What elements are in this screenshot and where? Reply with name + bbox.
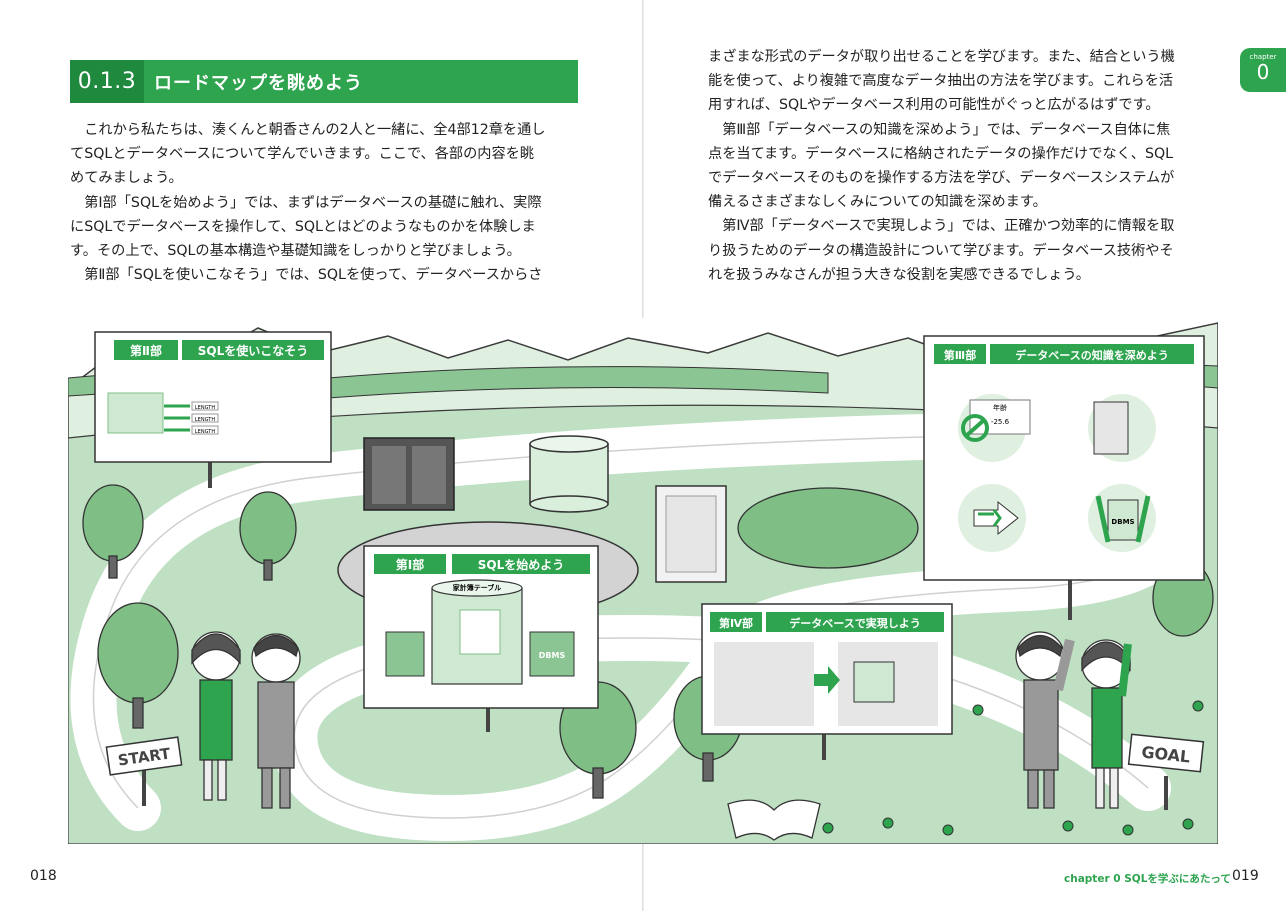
chapter-tab-label: chapter (1249, 53, 1277, 61)
sign-part2-box1: LENGTH (195, 405, 215, 411)
paragraph-part2-cont: まざまな形式のデータが取り出せることを学びます。また、結合という機能を使って、よ… (708, 49, 1175, 114)
sign-part1-tag: 第Ⅰ部 (396, 557, 424, 572)
roadmap-illustration: 第Ⅱ部 SQLを使いこなそう LENGTH LENGTH LENGTH 第Ⅰ部 … (68, 318, 1218, 844)
goal-sign: GOAL (1127, 733, 1205, 810)
section-title: ロードマップを眺めよう (154, 72, 363, 94)
sign-part3-field-value: -25.6 (991, 418, 1010, 426)
paragraph-part4: 第Ⅳ部「データベースで実現しよう」では、正確かつ効率的に情報を取り扱うためのデー… (708, 218, 1175, 283)
sign-part1-robot-label: DBMS (539, 651, 566, 660)
sign-part3-field-label: 年齢 (993, 403, 1007, 412)
sign-part2-title: SQLを使いこなそう (198, 343, 309, 358)
sign-part3-tag: 第Ⅲ部 (944, 348, 976, 362)
section-number: 0.1.3 (70, 60, 144, 103)
database-cylinder (529, 435, 609, 513)
page-number-right: 019 (1232, 868, 1259, 884)
chapter-tab-number: 0 (1256, 60, 1270, 84)
paragraph-intro: これから私たちは、湊くんと朝香さんの2人と一緒に、全4部12章を通してSQLとデ… (70, 122, 546, 187)
sign-part2-box2: LENGTH (195, 417, 215, 423)
sign-part1-table-label: 家計簿テーブル (453, 583, 502, 592)
open-book-icon (727, 799, 821, 841)
paragraph-part3: 第Ⅲ部「データベースの知識を深めよう」では、データベース自体に焦点を当てます。デ… (708, 121, 1175, 211)
arrow-right-icon (814, 666, 840, 694)
arrow-right-icon (973, 500, 1019, 536)
sign-part1-title: SQLを始めよう (478, 557, 565, 572)
sign-part1: 第Ⅰ部 SQLを始めよう 家計簿テーブル DBMS (363, 545, 599, 732)
sign-part4-tag: 第Ⅳ部 (719, 616, 753, 630)
running-head: chapter 0 SQLを学ぶにあたって (1064, 873, 1231, 885)
start-sign: START (105, 736, 183, 806)
sign-part2-tag: 第Ⅱ部 (130, 343, 162, 358)
sign-part4-title: データベースで実現しよう (789, 616, 920, 630)
sign-part2: 第Ⅱ部 SQLを使いこなそう LENGTH LENGTH LENGTH (94, 331, 332, 488)
section-heading: 0.1.3 ロードマップを眺めよう (70, 60, 578, 103)
sign-part4: 第Ⅳ部 データベースで実現しよう (701, 603, 953, 760)
paragraph-part2-start: 第Ⅱ部「SQLを使いこなそう」では、SQLを使って、データベースからさ (84, 267, 543, 284)
people-goal (1015, 631, 1132, 809)
left-page-body: これから私たちは、湊くんと朝香さんの2人と一緒に、全4部12章を通してSQLとデ… (70, 118, 546, 287)
sign-part2-box3: LENGTH (195, 429, 215, 435)
right-page-body: まざまな形式のデータが取り出せることを学びます。また、結合という機能を使って、よ… (708, 45, 1180, 287)
people-start (191, 631, 301, 809)
page-number-left: 018 (30, 868, 57, 884)
sign-part3: 第Ⅲ部 データベースの知識を深めよう 年齢 -25.6 DBMS (923, 335, 1205, 620)
paragraph-part1: 第Ⅰ部「SQLを始めよう」では、まずはデータベースの基礎に触れ、実際にSQLでデ… (70, 194, 542, 260)
flowers (822, 700, 1204, 836)
sign-part3-title: データベースの知識を深めよう (1015, 348, 1168, 362)
sign-part3-robot-label: DBMS (1111, 518, 1134, 526)
chapter-tab: chapter 0 (1240, 48, 1286, 92)
